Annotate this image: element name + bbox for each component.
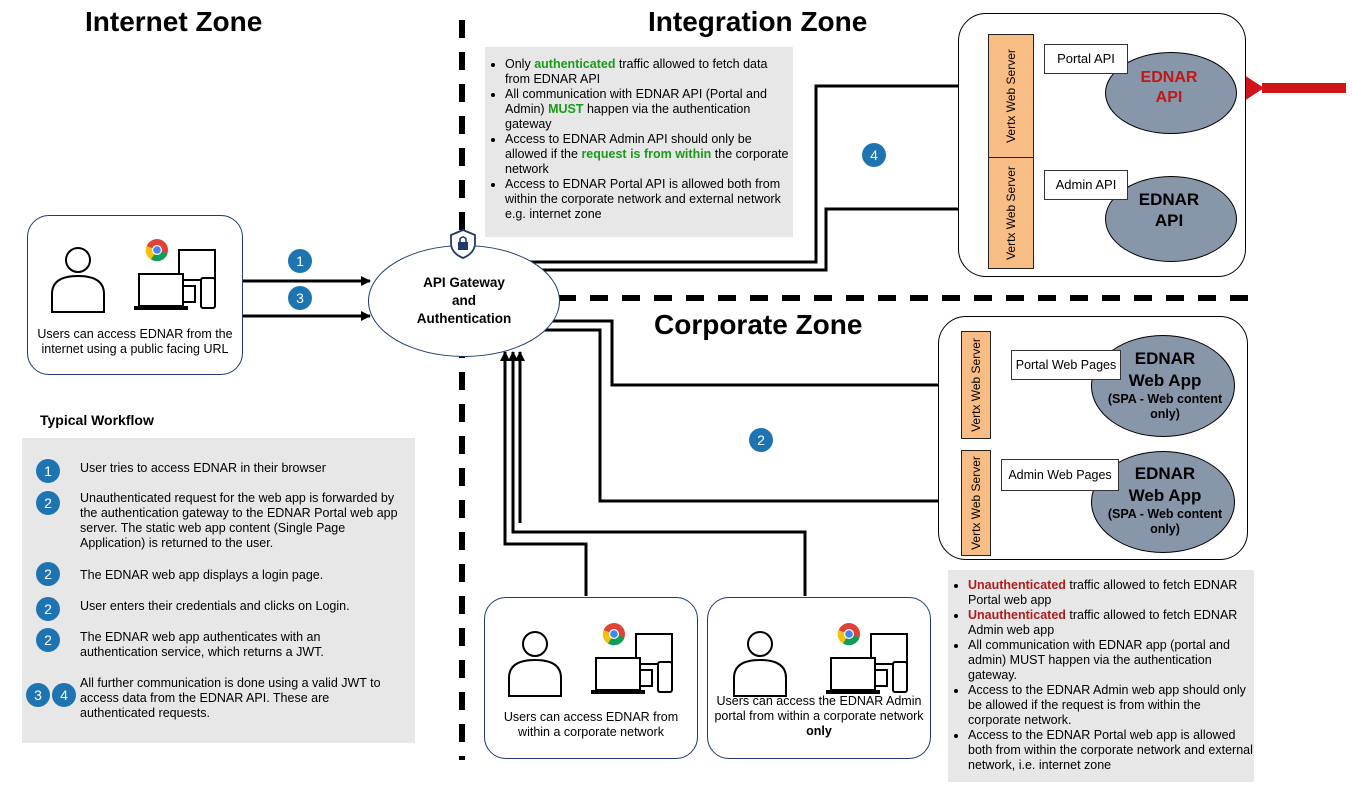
arrow-to-portal-api	[530, 81, 985, 264]
workflow-badge: 2	[36, 597, 60, 621]
portal-api-label: Portal API	[1044, 44, 1128, 74]
workflow-step-text: Unauthenticated request for the web app …	[80, 491, 398, 550]
step-badge-4: 4	[862, 143, 886, 167]
workflow-badge: 2	[36, 562, 60, 586]
user-silhouette-icon	[733, 631, 787, 697]
arrow-to-portal-webapp	[547, 319, 961, 390]
portal-webpages-label: Portal Web Pages	[1011, 350, 1121, 380]
corp-user-box-1: Users can access EDNAR from within a cor…	[484, 597, 698, 759]
workflow-step-text: All further communication is done using …	[80, 676, 381, 720]
chrome-icon	[602, 623, 625, 646]
workflow-step-text: User tries to access EDNAR in their brow…	[80, 461, 326, 475]
internet-zone-title: Internet Zone	[85, 6, 263, 37]
arrow-to-admin-api	[533, 204, 985, 272]
corporate-note-4: Access to the EDNAR Admin web app should…	[968, 683, 1254, 728]
user-silhouette-icon	[51, 247, 105, 313]
step-badge-2: 2	[749, 428, 773, 452]
api-gateway: API Gateway and Authentication	[368, 245, 560, 357]
corporate-note-5: Access to the EDNAR Portal web app is al…	[968, 728, 1254, 773]
corporate-note-3: All communication with EDNAR app (portal…	[968, 638, 1254, 683]
chrome-icon	[145, 239, 168, 262]
workflow-badge: 3	[26, 683, 50, 707]
arrow-corp-user-2	[508, 351, 807, 596]
admin-webapp-server: Vertx Web Server	[961, 450, 991, 556]
integration-note-3: Access to EDNAR Admin API should only be…	[505, 132, 793, 177]
gateway-line-1: API Gateway	[423, 275, 505, 290]
workflow-badge: 2	[36, 491, 60, 515]
workflow-panel: 1 User tries to access EDNAR in their br…	[22, 438, 415, 743]
chrome-icon	[837, 623, 860, 646]
portal-webapp-server: Vertx Web Server	[961, 331, 991, 439]
corp-user-box-2: Users can access the EDNAR Admin portal …	[707, 597, 931, 759]
integration-note-1: Only authenticated traffic allowed to fe…	[505, 57, 793, 87]
corp-user-2-caption: Users can access the EDNAR Admin portal …	[714, 694, 924, 738]
arrow-corp-user-1	[500, 351, 588, 596]
step-badge-3: 3	[288, 286, 312, 310]
user-silhouette-icon	[508, 631, 562, 697]
corporate-notes: Unauthenticated traffic allowed to fetch…	[948, 570, 1254, 782]
arrow-to-admin-webapp	[537, 328, 961, 506]
workflow-step-text: The EDNAR web app displays a login page.	[80, 568, 324, 582]
portal-api-server: Vertx Web Server	[988, 34, 1034, 158]
integration-note-2: All communication with EDNAR API (Portal…	[505, 87, 793, 132]
internet-user-caption: Users can access EDNAR from the internet…	[37, 327, 233, 356]
devices-icon	[826, 633, 908, 694]
corporate-zone-title: Corporate Zone	[654, 309, 863, 340]
workflow-badge: 2	[36, 628, 60, 652]
devices-icon	[591, 633, 673, 694]
integration-zone-title: Integration Zone	[648, 6, 868, 37]
corporate-note-1: Unauthenticated traffic allowed to fetch…	[968, 578, 1254, 608]
step-badge-1: 1	[288, 249, 312, 273]
workflow-badge: 1	[36, 459, 60, 483]
devices-icon	[134, 249, 216, 310]
admin-api-server: Vertx Web Server	[988, 157, 1034, 269]
integration-notes: Only authenticated traffic allowed to fe…	[485, 47, 793, 237]
workflow-badge: 4	[52, 683, 76, 707]
corporate-note-2: Unauthenticated traffic allowed to fetch…	[968, 608, 1254, 638]
workflow-title: Typical Workflow	[40, 412, 154, 428]
workflow-step-text: User enters their credentials and clicks…	[80, 599, 350, 613]
workflow-step-text: The EDNAR web app authenticates with an …	[80, 630, 324, 659]
integration-note-4: Access to EDNAR Portal API is allowed bo…	[505, 177, 793, 222]
gateway-line-2: and	[451, 293, 476, 308]
internet-user-box: Users can access EDNAR from the internet…	[27, 215, 243, 375]
admin-api-label: Admin API	[1044, 170, 1128, 200]
gateway-line-3: Authentication	[416, 311, 512, 326]
admin-webpages-label: Admin Web Pages	[1001, 459, 1119, 491]
corp-user-1-caption: Users can access EDNAR from within a cor…	[503, 710, 679, 739]
shield-lock-icon	[450, 229, 476, 259]
